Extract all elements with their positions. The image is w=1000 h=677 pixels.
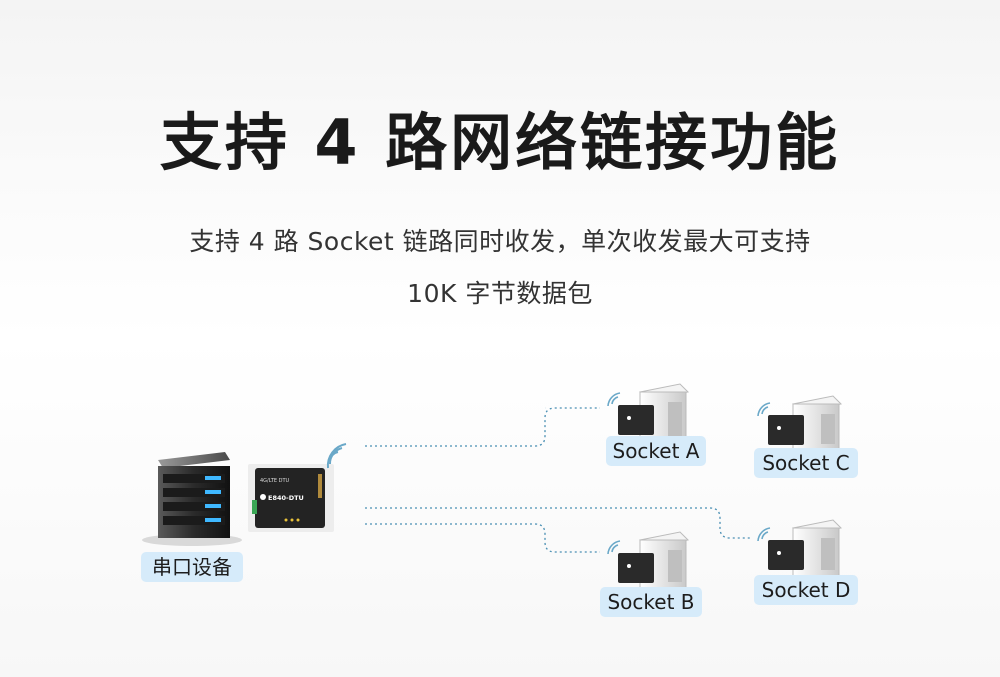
subtitle-line-1: 支持 4 路 Socket 链路同时收发，单次收发最大可支持 [189, 227, 811, 256]
subtitle-line-2: 10K 字节数据包 [407, 279, 593, 308]
socket-c-label: Socket C [754, 448, 858, 478]
dtu-model-text: E840-DTU [268, 494, 304, 502]
link-socket-b [365, 523, 600, 553]
connection-lines [365, 407, 752, 553]
page-title: 支持 4 路网络链接功能 [159, 106, 841, 179]
serial-device-icon [142, 452, 242, 546]
socket-a-label: Socket A [606, 436, 706, 466]
socket-c-devices [757, 395, 843, 453]
serial-device-label: 串口设备 [141, 552, 243, 582]
socket-d-devices [757, 519, 843, 579]
dtu-brand-text: 4G/LTE DTU [260, 478, 290, 484]
wireless-signal-icon [326, 443, 347, 469]
socket-d-label: Socket D [754, 575, 858, 605]
link-socket-d [365, 507, 752, 539]
socket-b-label: Socket B [600, 587, 702, 617]
socket-b-devices [607, 531, 690, 591]
link-socket-a [365, 407, 600, 447]
dtu-device-icon: 4G/LTE DTU E840-DTU [248, 464, 334, 532]
